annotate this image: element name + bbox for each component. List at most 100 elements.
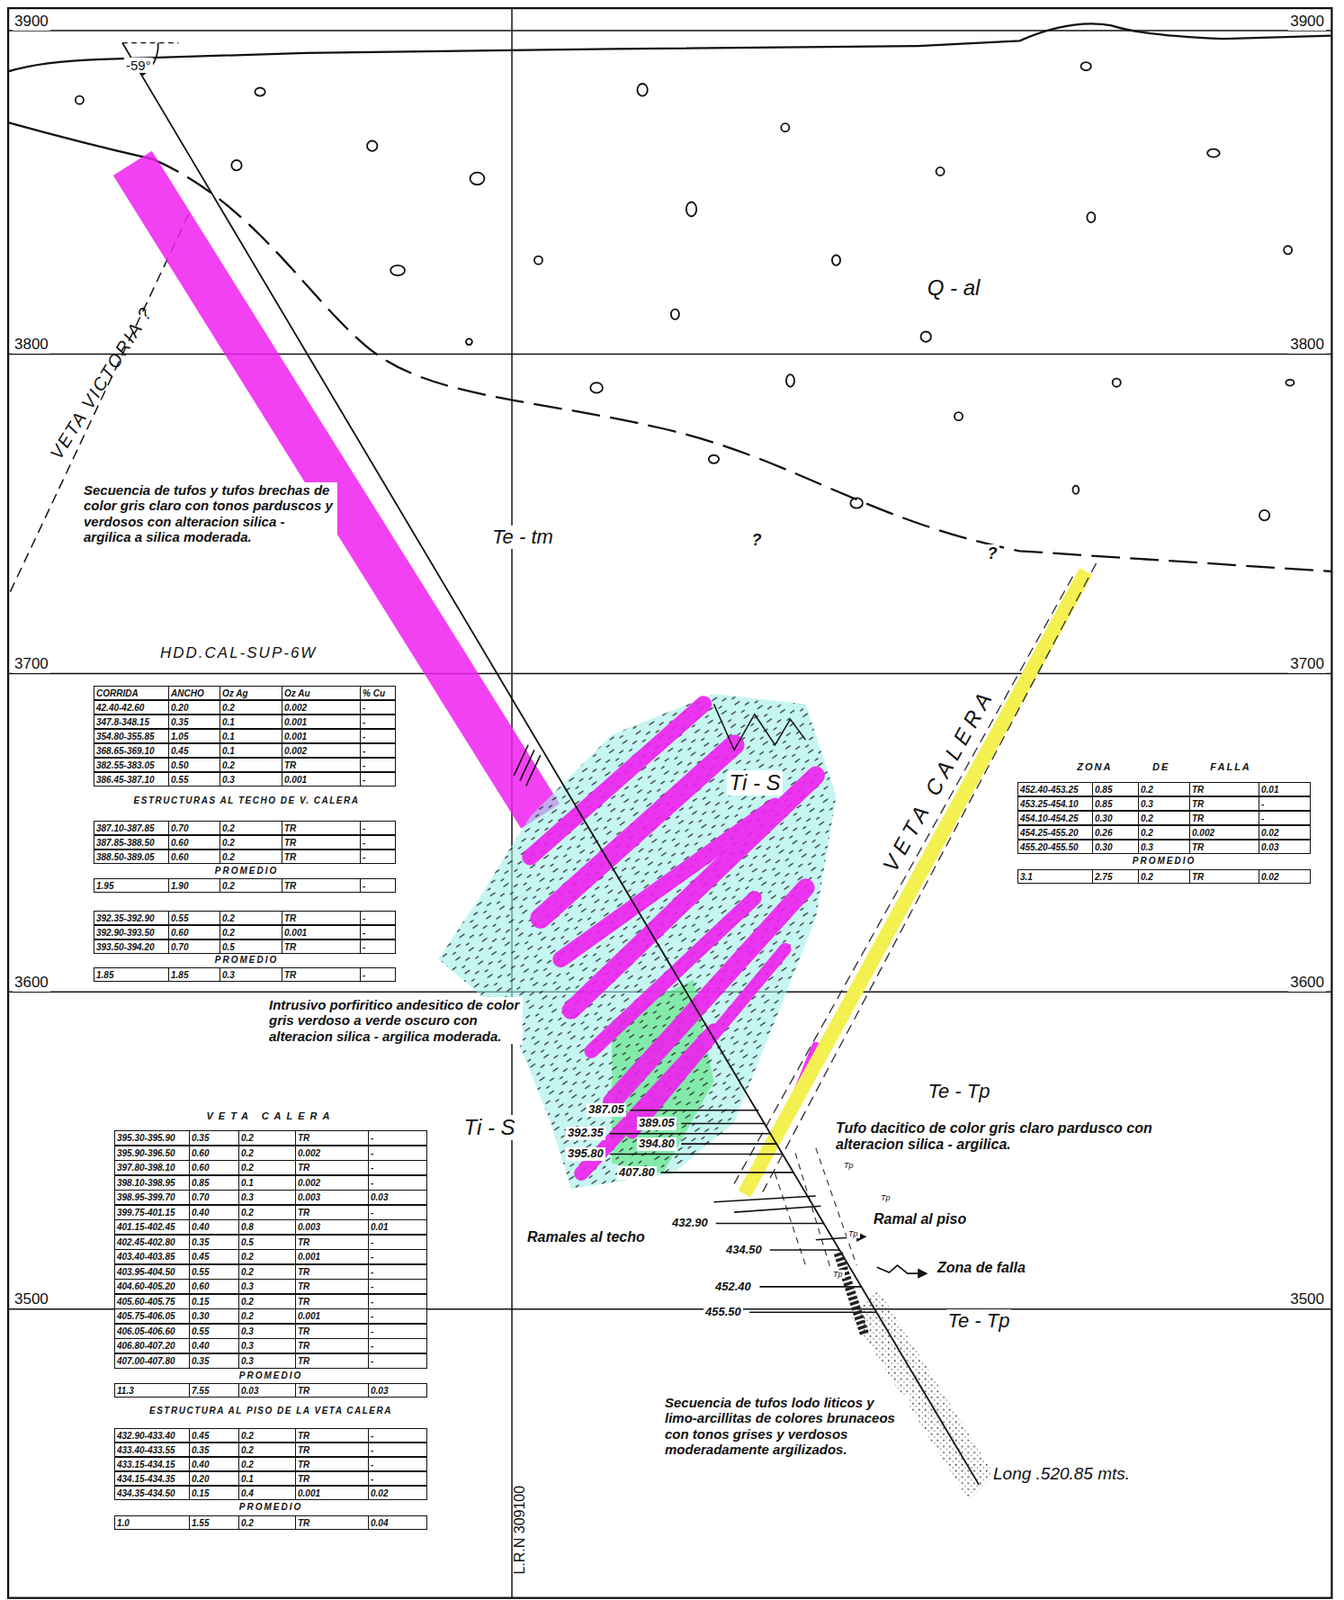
table-cell: 387.85-388.50: [93, 834, 170, 850]
table-cell: 0.2: [219, 699, 283, 715]
table-cell: 397.80-398.10: [114, 1159, 190, 1175]
table-cell: 406.80-407.20: [114, 1337, 190, 1353]
table-cell: 398.10-398.95: [114, 1174, 190, 1191]
table-title: PROMEDIO: [1130, 855, 1198, 867]
table-cell: 0.001: [295, 1485, 369, 1500]
table-cell: 0.2: [219, 820, 283, 835]
table-cell: 0.2: [238, 1263, 296, 1280]
table-cell: 0.1: [219, 714, 283, 729]
table-cell: 0.2: [219, 878, 283, 893]
table-cell: 0.03: [1258, 839, 1311, 854]
table-cell: -: [367, 1442, 428, 1457]
table-cell: 0.70: [188, 1189, 240, 1205]
table-cell: 0.3: [238, 1323, 296, 1339]
table-title: ESTRUCTURA AL PISO DE LA VETA CALERA: [147, 1405, 395, 1416]
table-cell: -: [1258, 810, 1311, 825]
table-cell: 432.90-433.40: [114, 1427, 190, 1443]
table-cell: 0.55: [188, 1263, 240, 1280]
table-cell: TR: [295, 1204, 369, 1220]
table-cell: 0.15: [188, 1485, 240, 1500]
table-cell: 0.40: [188, 1218, 240, 1235]
table-cell: 0.2: [238, 1159, 296, 1175]
table-cell: 1.55: [188, 1514, 240, 1530]
table-cell: -: [359, 939, 396, 954]
table-cell: 0.70: [168, 820, 221, 835]
table-cell: 0.70: [168, 939, 221, 954]
table-cell: 434.35-434.50: [114, 1485, 190, 1500]
table-cell: 0.04: [367, 1514, 428, 1530]
table-cell: 452.40-453.25: [1017, 781, 1094, 797]
table-cell: TR: [295, 1159, 369, 1175]
elevation-label: 3600: [1288, 973, 1327, 992]
unit-symbol: Tp: [831, 1269, 845, 1279]
table-cell: 0.40: [188, 1204, 240, 1220]
table-cell: 0.40: [188, 1456, 240, 1471]
table-cell: -: [367, 1308, 428, 1324]
table-cell: 406.05-406.60: [114, 1323, 190, 1339]
table-cell: 0.02: [1258, 824, 1311, 840]
table-cell: 1.90: [168, 878, 221, 893]
unit-symbol: Tp: [846, 1228, 861, 1238]
table-cell: 0.30: [1092, 810, 1139, 825]
table-cell: 0.50: [168, 757, 221, 772]
table-cell: TR: [281, 834, 361, 850]
hole-name: HDD.CAL-SUP-6W: [158, 644, 319, 663]
table-cell: 455.20-455.50: [1017, 839, 1094, 854]
table-cell: TR: [1189, 839, 1260, 854]
table-cell: 0.02: [1258, 869, 1311, 884]
table-cell: TR: [281, 757, 361, 772]
table-cell: TR: [295, 1427, 369, 1443]
table-cell: -: [367, 1470, 428, 1486]
table-cell: 0.60: [188, 1145, 240, 1161]
depth-mark: 394.80: [636, 1137, 677, 1151]
table-cell: TR: [295, 1514, 369, 1530]
table-cell: 433.40-433.55: [114, 1442, 190, 1457]
table-cell: 0.3: [238, 1337, 296, 1353]
table-cell: 405.60-405.75: [114, 1293, 190, 1309]
table-cell: -: [359, 714, 396, 729]
table-cell: 433.15-434.15: [114, 1456, 190, 1471]
table-cell: 0.35: [188, 1352, 240, 1369]
table-cell: TR: [295, 1442, 369, 1457]
table-cell: -: [367, 1204, 428, 1220]
table-cell: 395.90-396.50: [114, 1145, 190, 1161]
table-cell: 368.65-369.10: [93, 743, 170, 758]
table-cell: 0.03: [238, 1382, 296, 1398]
table-cell: 42.40-42.60: [93, 699, 170, 715]
table-cell: % Cu: [359, 685, 396, 700]
table-cell: TR: [295, 1323, 369, 1339]
table-cell: TR: [295, 1129, 369, 1146]
table-cell: TR: [281, 849, 361, 864]
elevation-label: 3800: [12, 335, 51, 354]
table-cell: 382.55-383.05: [93, 757, 170, 772]
table-cell: TR: [1189, 810, 1260, 825]
table-cell: TR: [281, 967, 361, 982]
elevation-label: 3700: [12, 654, 51, 673]
table-cell: 0.1: [238, 1470, 296, 1486]
callout: Ramal al piso: [871, 1210, 968, 1228]
table-cell: 0.002: [295, 1145, 369, 1161]
elevation-label: 3900: [1288, 12, 1327, 31]
table-cell: 388.50-389.05: [93, 849, 170, 864]
table-cell: -: [359, 924, 396, 940]
table-cell: -: [367, 1456, 428, 1471]
table-cell: -: [359, 834, 396, 850]
table-cell: 0.2: [238, 1308, 296, 1324]
table-cell: -: [359, 878, 396, 893]
table-cell: 0.003: [295, 1189, 369, 1205]
table-cell: 0.2: [1137, 781, 1191, 797]
table-cell: 0.002: [281, 699, 361, 715]
unit-code: Te - Tp: [946, 1308, 1013, 1332]
table-cell: 407.00-407.80: [114, 1352, 190, 1369]
table-cell: 0.2: [1137, 810, 1191, 825]
table-cell: 0.2: [238, 1145, 296, 1161]
table-cell: 395.30-395.90: [114, 1129, 190, 1146]
table-cell: Oz Au: [281, 685, 361, 700]
table-cell: -: [367, 1352, 428, 1369]
table-cell: 403.95-404.50: [114, 1263, 190, 1280]
table-cell: 1.95: [93, 878, 170, 893]
table-cell: 0.1: [219, 728, 283, 744]
table-cell: -: [359, 699, 396, 715]
table-cell: 401.15-402.45: [114, 1218, 190, 1235]
table-cell: 0.001: [281, 714, 361, 729]
